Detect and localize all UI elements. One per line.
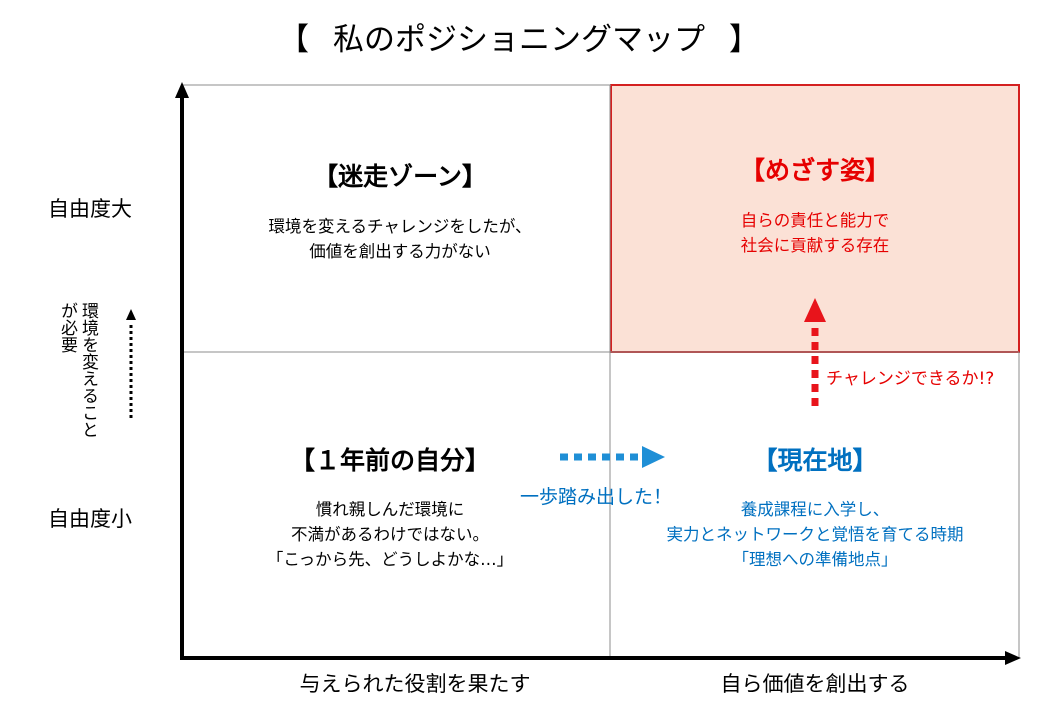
- quadrant-bottom-right-body: 養成課程に入学し、 実力とネットワークと覚悟を育てる時期 「理想への準備地点」: [615, 497, 1015, 572]
- horizontal-arrow-label: 一歩踏み出した！: [520, 486, 673, 508]
- x-axis-left-label: 与えられた役割を果たす: [299, 672, 531, 696]
- quadrant-top-right-line: 社会に貢献する存在: [740, 236, 890, 255]
- quadrant-bottom-right-line: 「理想への準備地点」: [732, 550, 898, 569]
- quadrant-top-right-line: 自らの責任と能力で: [740, 211, 890, 230]
- title-open-bracket: 【: [278, 22, 310, 58]
- red-arrowhead: [804, 298, 826, 322]
- quadrant-top-left-body: 環境を変えるチャレンジをしたが、 価値を創出する力がない: [200, 214, 600, 264]
- x-axis-arrowhead: [1005, 651, 1021, 665]
- title-close-bracket: 】: [728, 22, 760, 58]
- quadrant-bottom-left-line: 不満があるわけではない。: [291, 525, 489, 544]
- quadrant-top-left-title: 【迷走ゾーン】: [313, 162, 487, 191]
- page-title: 【 私のポジショニングマップ 】: [0, 14, 1038, 59]
- y-axis-low-label: 自由度小: [48, 507, 132, 531]
- quadrant-top-left-line: 環境を変えるチャレンジをしたが、: [268, 217, 532, 236]
- y-axis-arrowhead: [175, 82, 189, 98]
- y-axis-high-label: 自由度大: [48, 197, 132, 221]
- x-axis-right-label: 自ら価値を創出する: [720, 672, 910, 696]
- quadrant-top-right-title: 【めざす姿】: [739, 156, 890, 185]
- blue-arrowhead: [642, 446, 665, 468]
- quadrant-top-right-body: 自らの責任と能力で 社会に貢献する存在: [615, 208, 1015, 258]
- quadrant-bottom-right-title: 【現在地】: [752, 446, 878, 475]
- y-axis-note: 環境を変えることが必要: [57, 302, 98, 438]
- quadrant-bottom-right-line: 実力とネットワークと覚悟を育てる時期: [666, 525, 964, 544]
- quadrant-bottom-right-line: 養成課程に入学し、: [740, 500, 890, 519]
- quadrant-bottom-left-line: 慣れ親しんだ環境に: [315, 500, 465, 519]
- quadrant-bottom-left-body: 慣れ親しんだ環境に 不満があるわけではない。 「こっから先、どうしよかな…」: [190, 497, 590, 572]
- vertical-arrow-label: チャレンジできるか!?: [826, 369, 995, 389]
- note-dotted-arrowhead: [126, 309, 136, 320]
- quadrant-bottom-left-line: 「こっから先、どうしよかな…」: [266, 550, 514, 569]
- quadrant-bottom-left-title: 【１年前の自分】: [289, 446, 490, 475]
- quadrant-top-left-line: 価値を創出する力がない: [309, 242, 491, 261]
- title-text: 私のポジショニングマップ: [333, 22, 705, 58]
